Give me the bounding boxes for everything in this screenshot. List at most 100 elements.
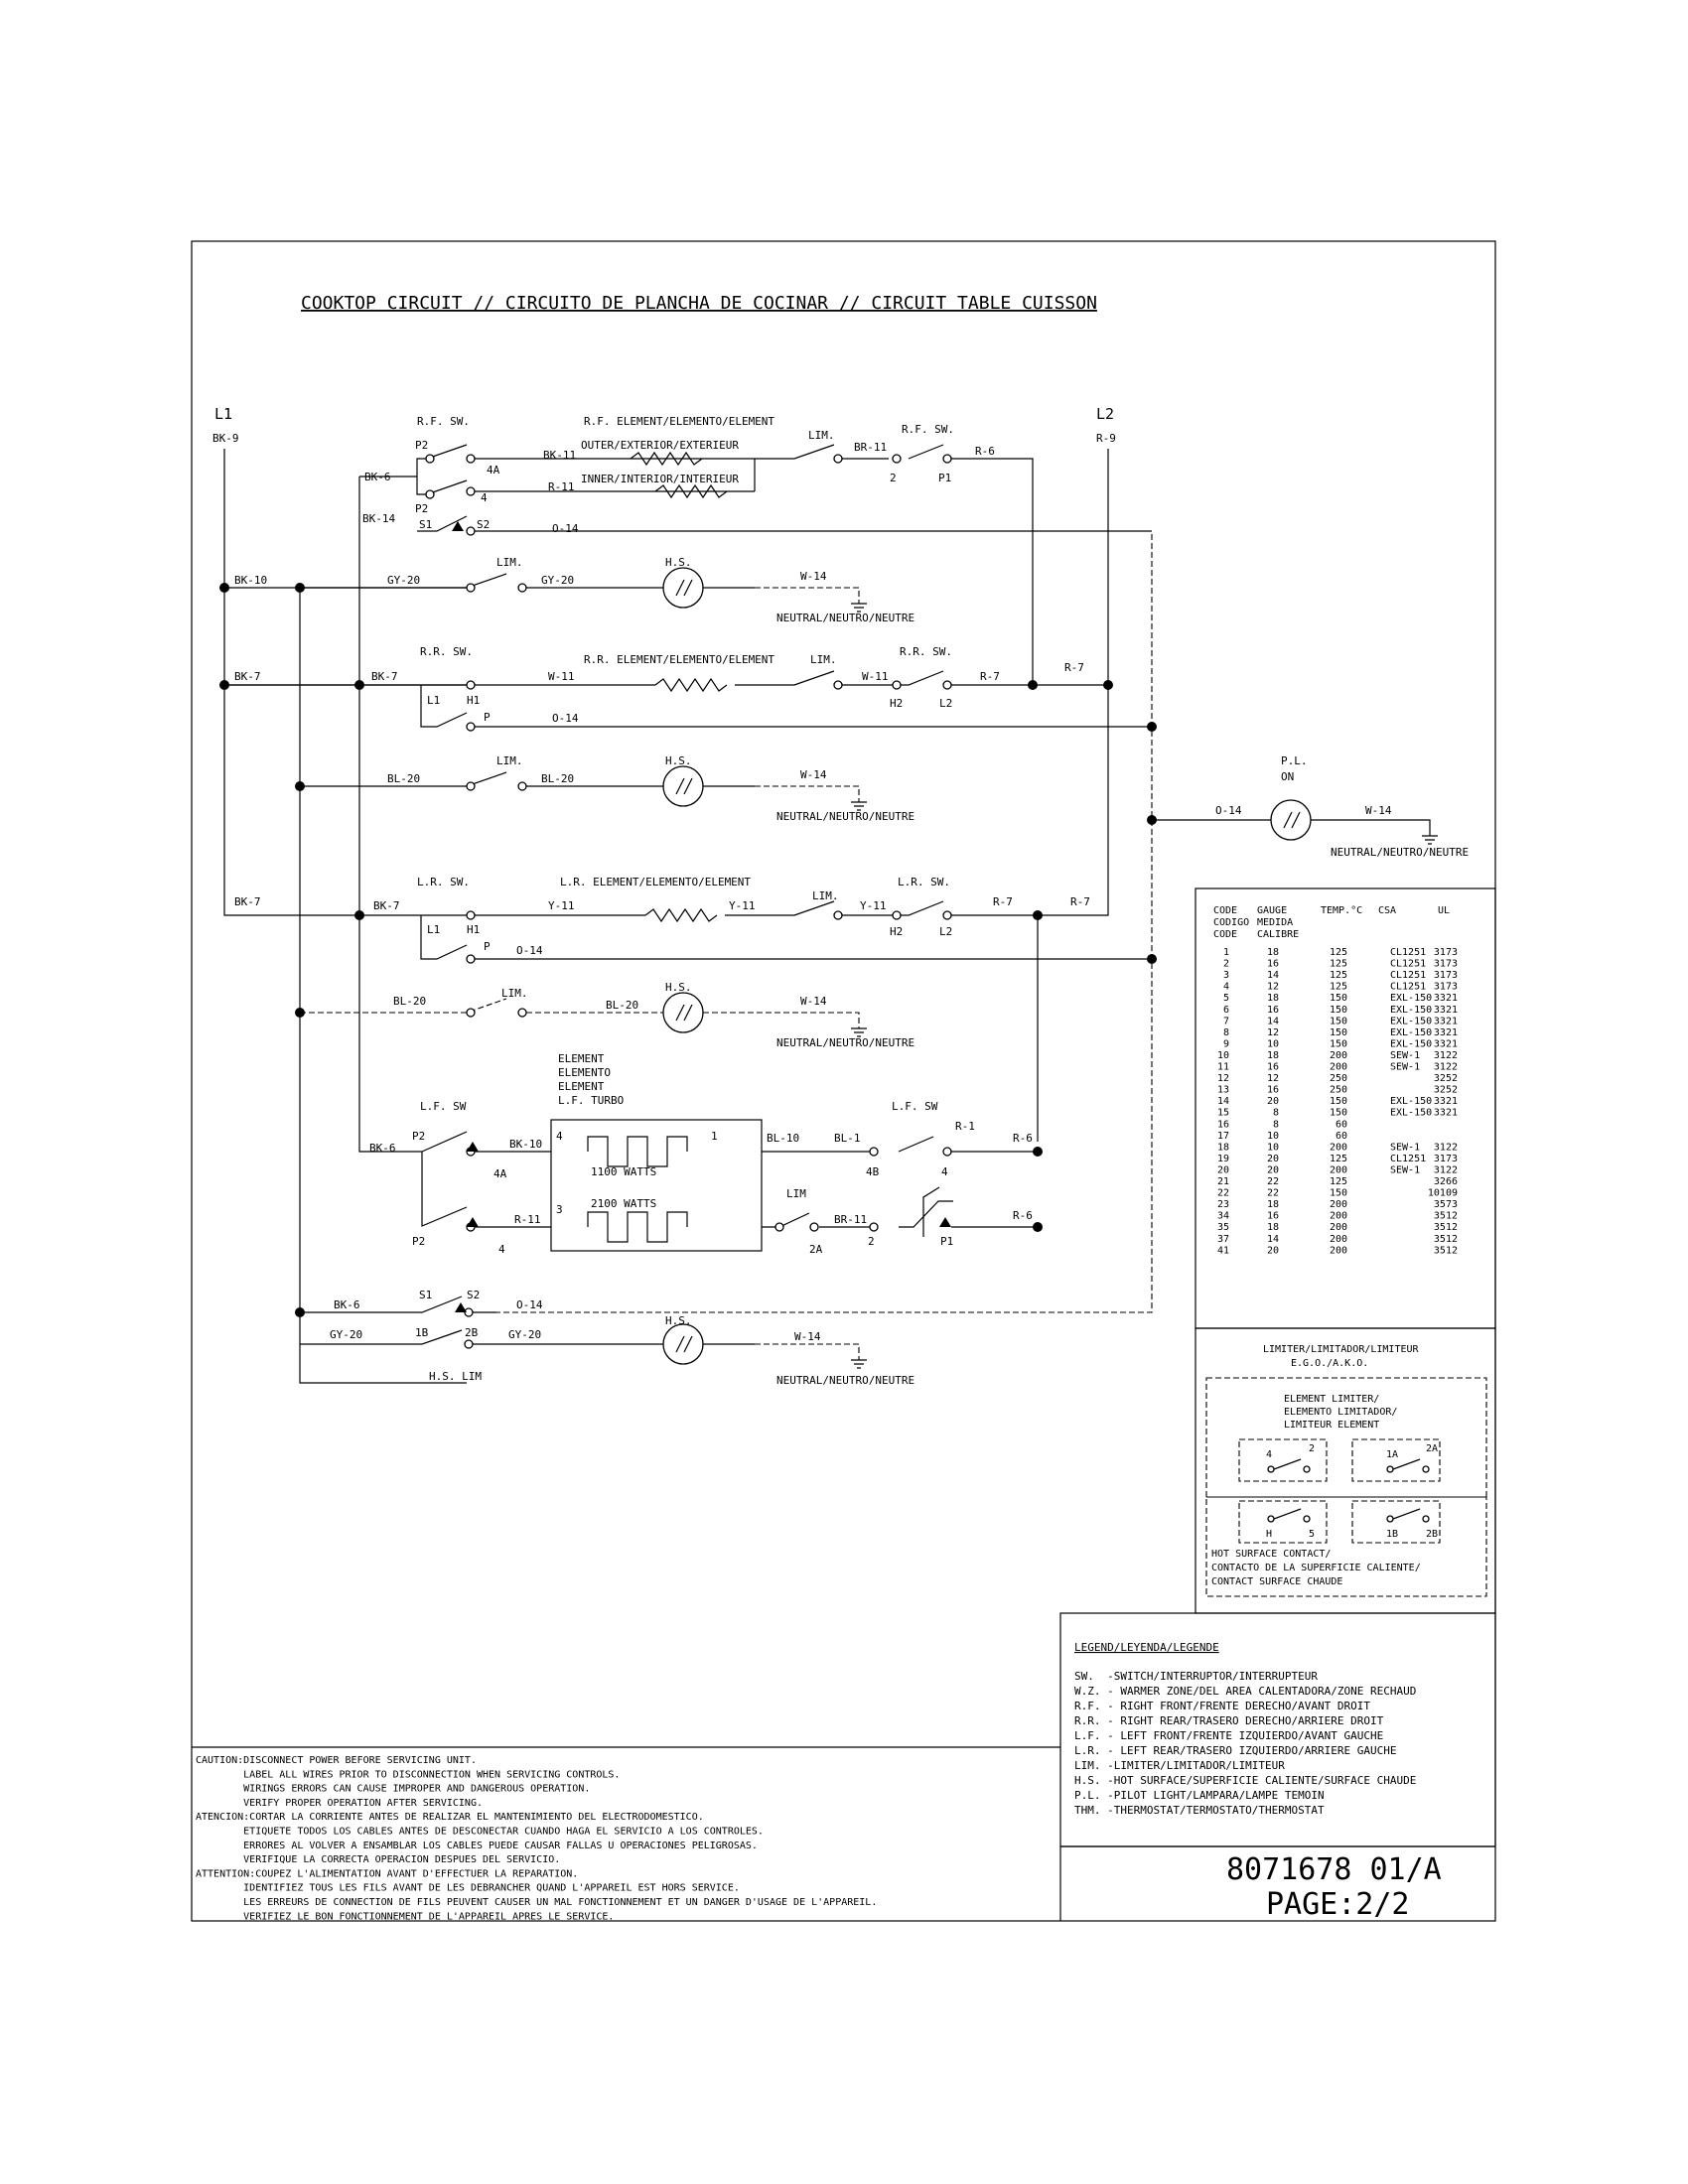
legend-item: SW. -SWITCH/INTERRUPTOR/INTERRUPTEUR [1074,1670,1318,1683]
svg-text:1B: 1B [415,1326,429,1339]
svg-text:R-6: R-6 [1013,1209,1033,1222]
svg-text:R-11: R-11 [514,1213,541,1226]
svg-text:LIM.: LIM. [812,889,839,902]
svg-text:4A: 4A [487,464,500,477]
svg-text:BL-20: BL-20 [606,999,638,1012]
l1-wire-label: BK-9 [212,432,239,445]
part-number: 8071678 01/A [1226,1852,1442,1887]
svg-text:H.S.: H.S. [665,754,692,767]
svg-text:NEUTRAL/NEUTRO/NEUTRE: NEUTRAL/NEUTRO/NEUTRE [776,612,914,624]
svg-text:GY-20: GY-20 [330,1328,362,1341]
gauge-cell: 10 [1267,1131,1279,1142]
svg-text:CONTACTO DE LA SUPERFICIE CALI: CONTACTO DE LA SUPERFICIE CALIENTE/ [1211,1563,1421,1573]
svg-text:BK-7: BK-7 [234,670,261,683]
svg-text:H.S.: H.S. [665,556,692,569]
gauge-cell: 18 [1267,993,1279,1004]
gauge-cell: CL1251 [1390,970,1426,981]
gauge-cell: 12 [1267,1027,1279,1038]
gauge-cell: 10 [1217,1050,1229,1061]
gauge-cell: 3512 [1434,1211,1458,1222]
gauge-cell: 20 [1267,1164,1279,1175]
caution-line: IDENTIFIEZ TOUS LES FILS AVANT DE LES DE… [196,1883,740,1894]
gauge-cell: 3321 [1434,1027,1458,1038]
gauge-cell: 41 [1217,1245,1229,1256]
gauge-cell: 9 [1223,1038,1229,1049]
svg-text:R.R. SW.: R.R. SW. [900,645,952,658]
svg-text:E.G.O./A.K.O.: E.G.O./A.K.O. [1291,1358,1368,1369]
gauge-cell: EXL-150 [1390,993,1432,1004]
svg-text:2100 WATTS: 2100 WATTS [591,1197,656,1210]
legend-item: L.F. - LEFT FRONT/FRENTE IZQUIERDO/AVANT… [1074,1729,1383,1742]
svg-text:3: 3 [556,1203,563,1216]
hs1-section: BK-10 GY-20 LIM. GY-20 H.S. W-14 NEUTRAL… [234,556,914,624]
l1-label: L1 [214,405,232,423]
diagram-title: COOKTOP CIRCUIT // CIRCUITO DE PLANCHA D… [301,293,1097,314]
gauge-header-cell: CALIBRE [1257,929,1299,940]
gauge-cell: 14 [1267,1234,1279,1245]
svg-text:ELEMENTO: ELEMENTO [558,1066,611,1079]
gauge-cell: 2 [1223,959,1229,970]
svg-text:2A: 2A [1426,1443,1438,1454]
svg-text:BK-7: BK-7 [234,895,261,908]
svg-text:P.L.: P.L. [1281,754,1308,767]
svg-text:Y-11: Y-11 [729,899,756,912]
svg-text:O-14: O-14 [552,712,579,725]
svg-text:W-14: W-14 [800,768,827,781]
svg-text:BK-10: BK-10 [509,1138,542,1151]
gauge-cell: 19 [1217,1154,1229,1164]
svg-text:ELEMENT LIMITER/: ELEMENT LIMITER/ [1284,1394,1379,1405]
caution-line: LES ERREURS DE CONNECTION DE FILS PEUVEN… [196,1897,877,1908]
gauge-cell: 16 [1267,1211,1279,1222]
gauge-cell: 3321 [1434,1038,1458,1049]
gauge-cell: 200 [1330,1245,1347,1256]
gauge-cell: 125 [1330,1154,1347,1164]
svg-text:BK-7: BK-7 [371,670,398,683]
svg-text:GY-20: GY-20 [541,574,574,587]
svg-text:S2: S2 [477,518,490,531]
gauge-cell: 3122 [1434,1142,1458,1153]
gauge-cell: 18 [1217,1142,1229,1153]
gauge-cell: CL1251 [1390,947,1426,958]
svg-text:GY-20: GY-20 [508,1328,541,1341]
gauge-cell: 10109 [1428,1188,1458,1199]
svg-text:BL-20: BL-20 [541,772,574,785]
gauge-cell: 18 [1267,1222,1279,1233]
svg-text:R.F. SW.: R.F. SW. [417,415,470,428]
gauge-cell: 20 [1267,1245,1279,1256]
svg-text:L.R. ELEMENT/ELEMENTO/ELEMENT: L.R. ELEMENT/ELEMENTO/ELEMENT [560,876,751,888]
svg-text:P2: P2 [412,1130,425,1143]
svg-text:BK-7: BK-7 [373,899,400,912]
gauge-cell: 11 [1217,1062,1229,1073]
svg-text:ELEMENT: ELEMENT [558,1052,605,1065]
gauge-cell: 1 [1223,947,1229,958]
svg-text:4: 4 [498,1243,505,1256]
svg-text:W-11: W-11 [548,670,575,683]
gauge-cell: CL1251 [1390,1154,1426,1164]
svg-text:LIM: LIM [786,1187,806,1200]
gauge-cell: 5 [1223,993,1229,1004]
caution-lines: CAUTION:DISCONNECT POWER BEFORE SERVICIN… [196,1755,877,1922]
gauge-cell: 125 [1330,970,1347,981]
gauge-cell: 150 [1330,1096,1347,1107]
gauge-cell: 60 [1336,1119,1347,1130]
gauge-cell: 3512 [1434,1245,1458,1256]
gauge-cell: 3122 [1434,1164,1458,1175]
legend-item: L.R. - LEFT REAR/TRASERO IZQUIERDO/ARRIE… [1074,1744,1397,1757]
rf-section: R.F. SW. R.F. ELEMENT/ELEMENTO/ELEMENT P… [362,415,1152,685]
svg-text:CONTACT SURFACE CHAUDE: CONTACT SURFACE CHAUDE [1211,1576,1342,1587]
svg-text:L1: L1 [427,694,440,707]
svg-text:H1: H1 [467,694,480,707]
caution-line: ATENCION:CORTAR LA CORRIENTE ANTES DE RE… [196,1812,704,1823]
gauge-cell: 3122 [1434,1050,1458,1061]
legend-item: R.F. - RIGHT FRONT/FRENTE DERECHO/AVANT … [1074,1700,1370,1712]
svg-text:1: 1 [711,1130,718,1143]
gauge-cell: 21 [1217,1176,1229,1187]
gauge-cell: 150 [1330,1188,1347,1199]
o14-bus [496,534,1153,1313]
gauge-cell: 10 [1267,1038,1279,1049]
hs3-section: BL-20 LIM. BL-20 H.S. W-14 NEUTRAL/NEUTR… [300,981,914,1049]
svg-text:L.F. SW: L.F. SW [892,1100,938,1113]
svg-text:NEUTRAL/NEUTRO/NEUTRE: NEUTRAL/NEUTRO/NEUTRE [1331,846,1469,859]
gauge-cell: EXL-150 [1390,1096,1432,1107]
svg-text:H: H [1266,1529,1272,1540]
